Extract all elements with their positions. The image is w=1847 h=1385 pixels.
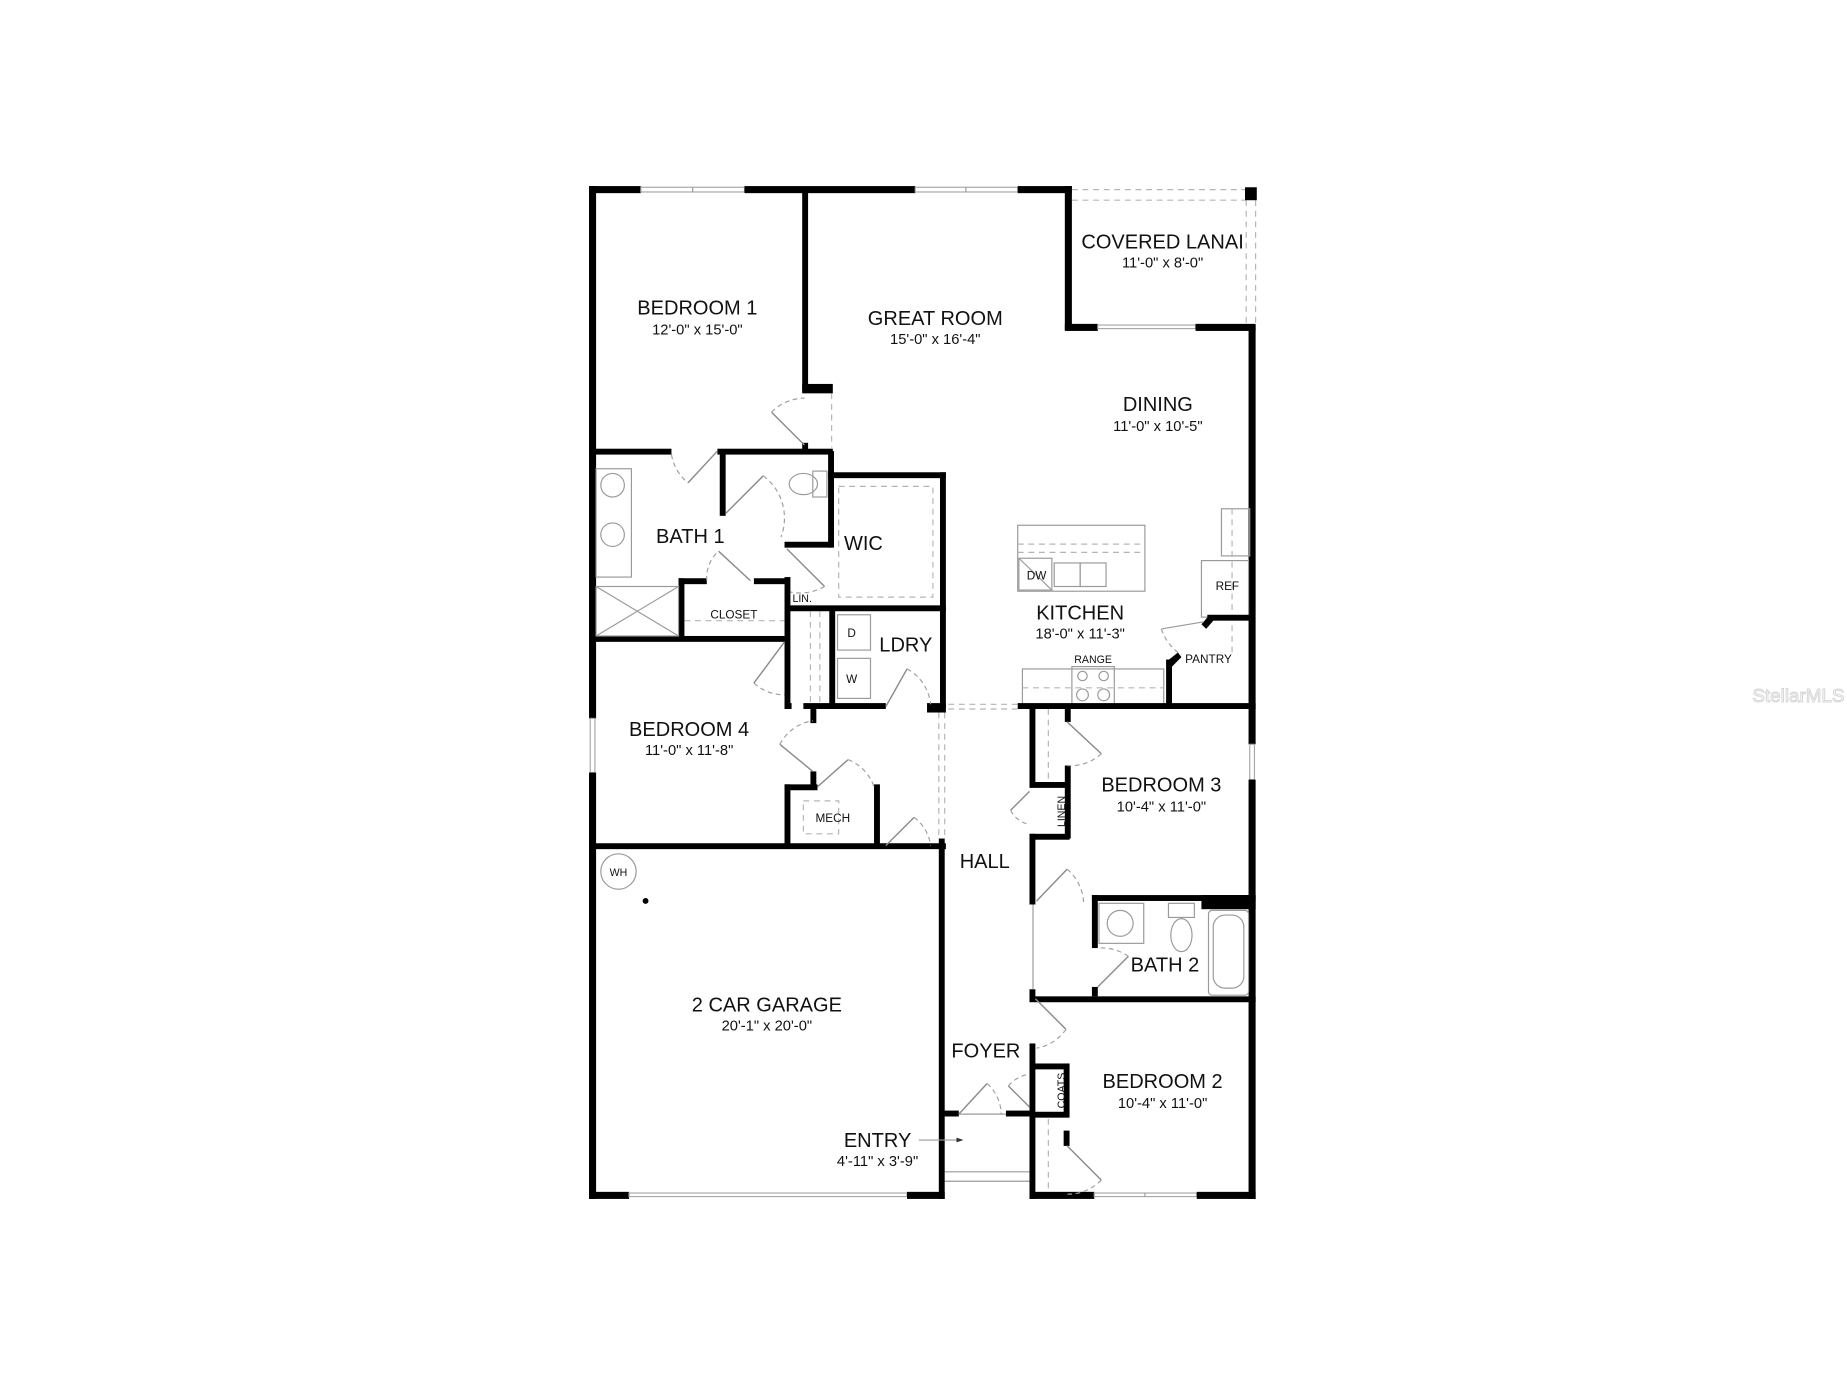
label-bedroom2: BEDROOM 2	[1103, 1071, 1223, 1093]
label-washer: W	[846, 673, 858, 686]
dims-covered-lanai: 11'-0" x 8'-0"	[1122, 255, 1203, 271]
lanai-outline	[1064, 186, 1257, 331]
label-mech: MECH	[815, 812, 850, 825]
label-pantry: PANTRY	[1185, 653, 1232, 666]
label-hall: HALL	[960, 851, 1010, 873]
label-wic: WIC	[844, 533, 883, 555]
label-entry: ENTRY	[844, 1130, 911, 1152]
label-ldry: LDRY	[879, 634, 932, 656]
label-bath1: BATH 1	[656, 526, 725, 548]
interior-walls-west	[589, 608, 946, 1199]
label-dining: DINING	[1123, 394, 1193, 416]
label-dw: DW	[1027, 569, 1047, 582]
dims-bedroom1: 12'-0" x 15'-0"	[652, 322, 743, 338]
dims-great-room: 15'-0" x 16'-4"	[890, 332, 981, 348]
label-garage: 2 CAR GARAGE	[692, 995, 842, 1017]
watermark: StellarMLS	[1752, 685, 1844, 706]
label-lin: LIN.	[792, 593, 811, 605]
label-closet: CLOSET	[710, 608, 757, 621]
label-bedroom3: BEDROOM 3	[1101, 774, 1221, 796]
label-bath2: BATH 2	[1131, 955, 1200, 977]
dims-entry: 4'-11" x 3'-9"	[837, 1154, 918, 1170]
label-dryer: D	[847, 627, 856, 640]
dims-garage: 20'-1" x 20'-0"	[722, 1019, 813, 1035]
dims-bedroom2: 10'-4" x 11'-0"	[1118, 1096, 1207, 1112]
dims-dining: 11'-0" x 10'-5"	[1113, 419, 1202, 435]
garage-fixtures	[600, 853, 649, 904]
label-linen: LINEN	[1056, 796, 1068, 827]
dims-kitchen: 18'-0" x 11'-3"	[1035, 626, 1124, 642]
dims-bedroom3: 10'-4" x 11'-0"	[1117, 799, 1206, 815]
label-range: RANGE	[1074, 654, 1112, 666]
dims-bedroom4: 11'-0" x 11'-8"	[645, 743, 733, 759]
label-bedroom4: BEDROOM 4	[629, 719, 749, 741]
water-heater-icon	[600, 853, 637, 890]
label-coats: COATS	[1056, 1073, 1068, 1109]
label-foyer: FOYER	[951, 1041, 1020, 1063]
label-kitchen: KITCHEN	[1036, 602, 1124, 624]
label-ref: REF	[1216, 580, 1240, 593]
room-labels: BEDROOM 1 12'-0" x 15'-0" GREAT ROOM 15'…	[610, 231, 1244, 1169]
label-great-room: GREAT ROOM	[868, 308, 1003, 330]
interior-walls-north	[589, 190, 946, 709]
label-covered-lanai: COVERED LANAI	[1081, 231, 1243, 253]
label-bedroom1: BEDROOM 1	[637, 297, 757, 319]
label-water-heater: WH	[610, 867, 628, 879]
interior-walls-east	[918, 706, 1256, 1199]
